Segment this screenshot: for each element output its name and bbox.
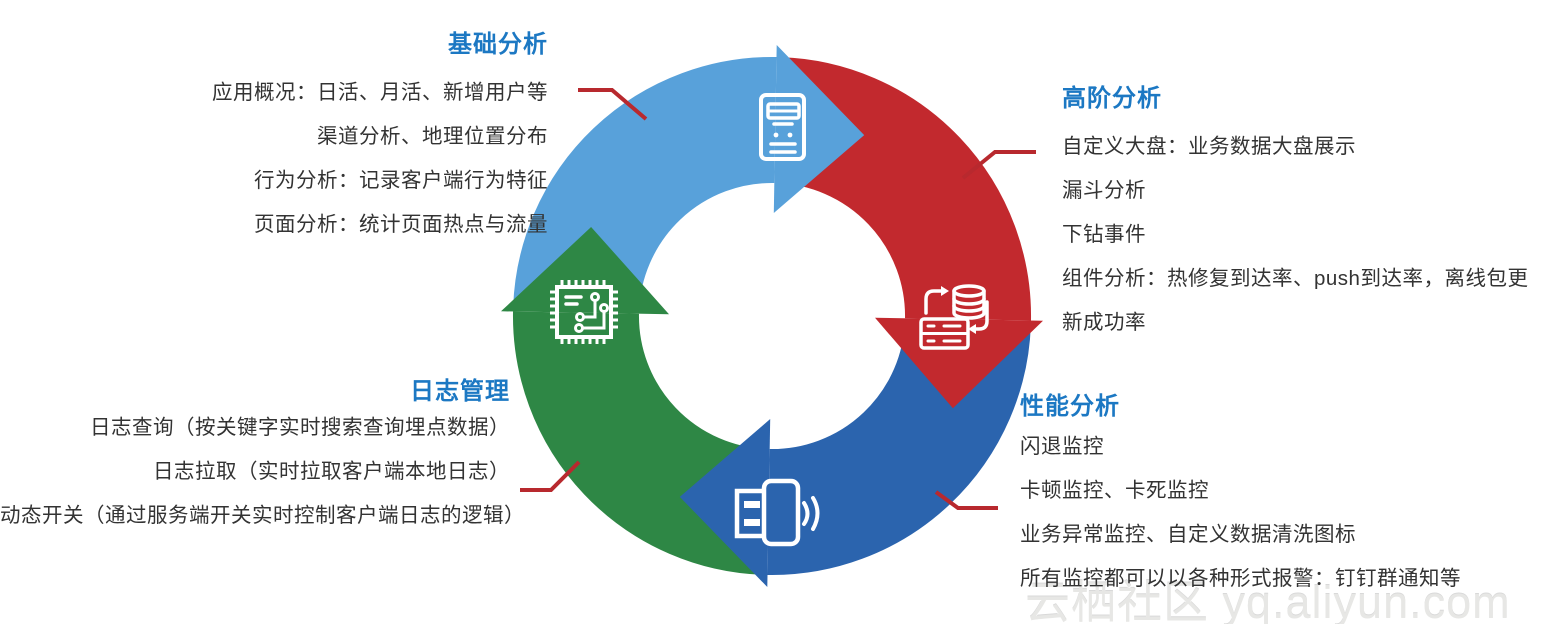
ring-arrowhead-left	[501, 227, 669, 315]
connector-line-basic	[578, 88, 648, 121]
feature-line: 日志查询（按关键字实时搜索查询埋点数据）	[90, 416, 510, 439]
ring-arrowhead-bottom	[679, 419, 771, 587]
feature-line: 下钻事件	[1062, 223, 1146, 246]
feature-line: 动态开关（通过服务端开关实时控制客户端日志的逻辑）	[0, 504, 525, 527]
feature-line: 业务异常监控、自定义数据清洗图标	[1020, 523, 1356, 546]
section-basic-analysis: 基础分析 应用概况：日活、月活、新增用户等 渠道分析、地理位置分布 行为分析：记…	[128, 30, 548, 258]
section-title: 高阶分析	[1062, 85, 1162, 112]
feature-line: 应用概况：日活、月活、新增用户等	[212, 81, 548, 104]
feature-line: 所有监控都可以以各种形式报警：钉钉群通知等	[1020, 567, 1461, 590]
section-advanced-analysis: 高阶分析 自定义大盘：业务数据大盘展示 漏斗分析 下钻事件 组件分析：热修复到达…	[1062, 84, 1537, 356]
feature-line: 页面分析：统计页面热点与流量	[254, 213, 548, 236]
section-title: 日志管理	[410, 378, 510, 405]
feature-line: 漏斗分析	[1062, 179, 1146, 202]
feature-line: 组件分析：热修复到达率、push到达率，离线包更	[1062, 267, 1529, 290]
feature-line: 自定义大盘：业务数据大盘展示	[1062, 135, 1356, 158]
ring-arrowhead-right	[875, 317, 1043, 409]
feature-line: 闪退监控	[1020, 435, 1104, 458]
section-performance-analysis: 性能分析 闪退监控 卡顿监控、卡死监控 业务异常监控、自定义数据清洗图标 所有监…	[1020, 392, 1520, 612]
mobile-transmission-icon	[734, 478, 820, 547]
connector-line-log	[520, 460, 581, 492]
section-log-management: 日志管理 日志查询（按关键字实时搜索查询埋点数据） 日志拉取（实时拉取客户端本地…	[0, 377, 525, 549]
section-title: 性能分析	[1020, 393, 1120, 420]
connector-line-performance	[934, 490, 998, 510]
section-title: 基础分析	[448, 31, 548, 58]
connector-line-advanced	[961, 150, 1036, 180]
feature-line: 卡顿监控、卡死监控	[1020, 479, 1209, 502]
ring-arrowhead-top	[773, 45, 865, 213]
feature-line: 渠道分析、地理位置分布	[317, 125, 548, 148]
watermark: 云栖社区 yq.aliyun.com	[1025, 577, 1511, 624]
database-sync-icon	[919, 284, 989, 350]
chip-icon	[550, 280, 618, 344]
feature-line: 新成功率	[1062, 311, 1146, 334]
desktop-computer-icon	[759, 93, 806, 161]
feature-line: 日志拉取（实时拉取客户端本地日志）	[153, 460, 510, 483]
feature-line: 行为分析：记录客户端行为特征	[254, 169, 548, 192]
